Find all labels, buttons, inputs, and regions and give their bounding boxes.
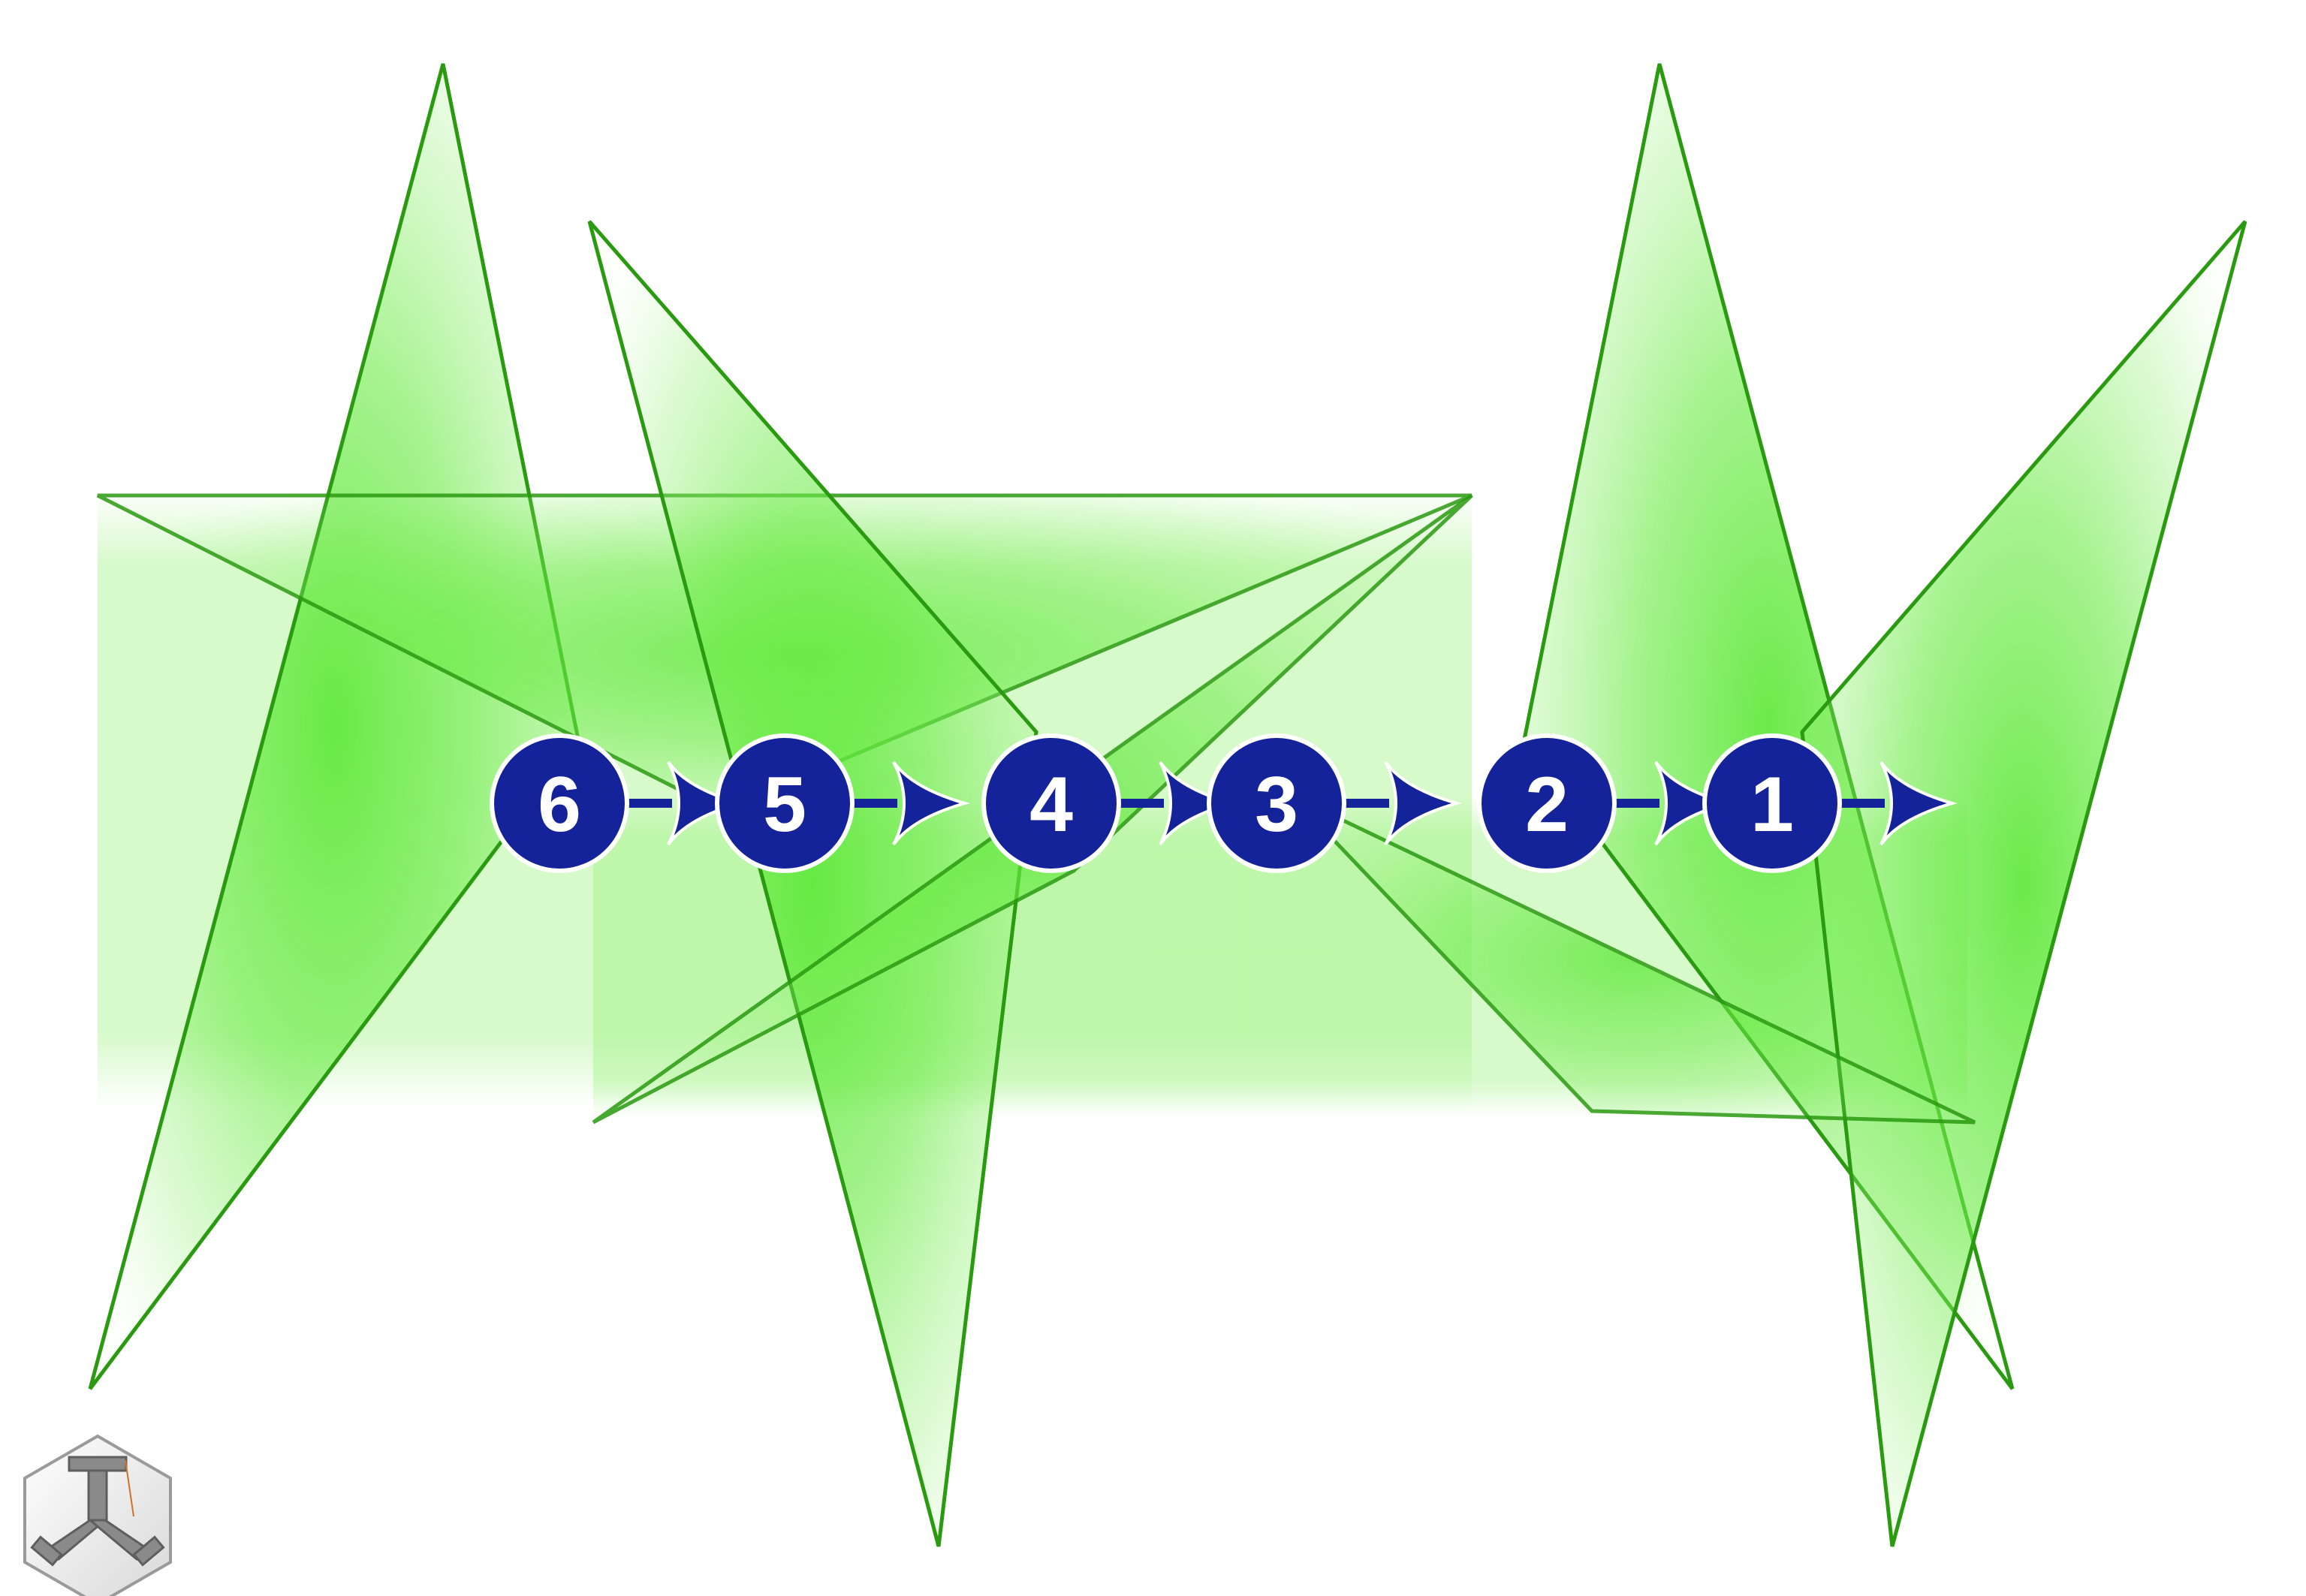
step-3: 3	[1207, 733, 1463, 873]
step-number: 5	[763, 761, 806, 848]
step-6: 6	[490, 733, 746, 873]
step-number: 6	[538, 761, 581, 848]
step-4: 4	[981, 733, 1237, 873]
step-circle	[715, 733, 855, 873]
step-number: 2	[1525, 761, 1569, 848]
step-circle	[490, 733, 629, 873]
step-number: 1	[1750, 761, 1794, 848]
right-pinwheel	[1290, 63, 2247, 1547]
logo-icon	[23, 1434, 172, 1596]
step-5: 5	[715, 733, 971, 873]
step-1: 1	[1702, 733, 1958, 873]
step-circle	[981, 733, 1121, 873]
arrow-right-icon	[892, 760, 971, 846]
step-2: 2	[1477, 733, 1733, 873]
arrow-right-icon	[1879, 760, 1958, 846]
triangle-right-lower	[1290, 793, 1976, 1125]
arrow-right-icon	[1159, 760, 1237, 846]
triangle-right-diagonal	[1800, 220, 2247, 1547]
arrow-right-icon	[1654, 760, 1733, 846]
step-circle	[1207, 733, 1346, 873]
arrow-right-icon	[1384, 760, 1463, 846]
step-circle	[1702, 733, 1842, 873]
triangle-left-diagonal	[587, 220, 1038, 1547]
step-circle	[1477, 733, 1617, 873]
arrow-right-icon	[667, 760, 746, 846]
step-sequence: 6 5 4 3 2 1	[490, 733, 1958, 873]
triangle-left-upward	[88, 63, 580, 1390]
step-number: 3	[1255, 761, 1298, 848]
step-number: 4	[1029, 761, 1073, 848]
